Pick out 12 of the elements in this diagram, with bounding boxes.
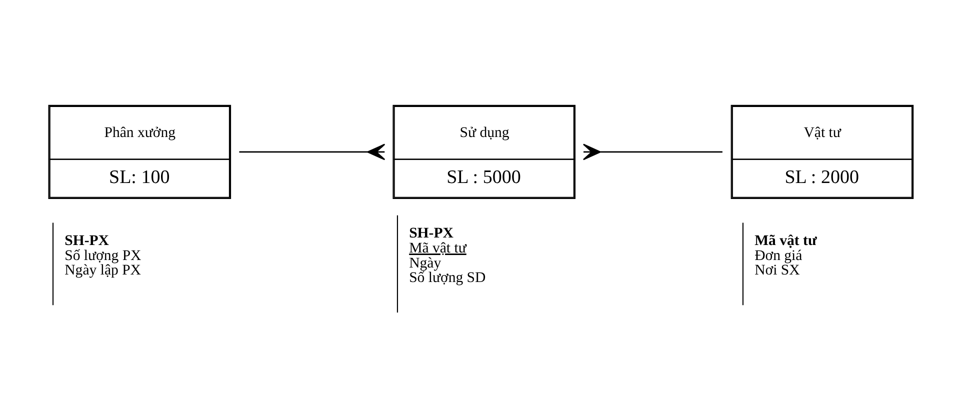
node-label: SH-PX — [64, 233, 109, 250]
node-label: Mã vật tư — [754, 233, 817, 250]
node-label: Mã vật tư — [409, 240, 466, 257]
node-label: Nơi SX — [754, 262, 800, 279]
node-label: Đơn giá — [754, 248, 802, 264]
connector — [582, 144, 722, 160]
node-label: Ngày — [409, 255, 442, 272]
connector — [239, 144, 386, 160]
node-label: Số lượng PX — [64, 248, 142, 264]
node-label: Số lượng SD — [409, 270, 486, 286]
node-label: Ngày lập PX — [64, 262, 142, 279]
node-label: SH-PX — [409, 226, 454, 242]
